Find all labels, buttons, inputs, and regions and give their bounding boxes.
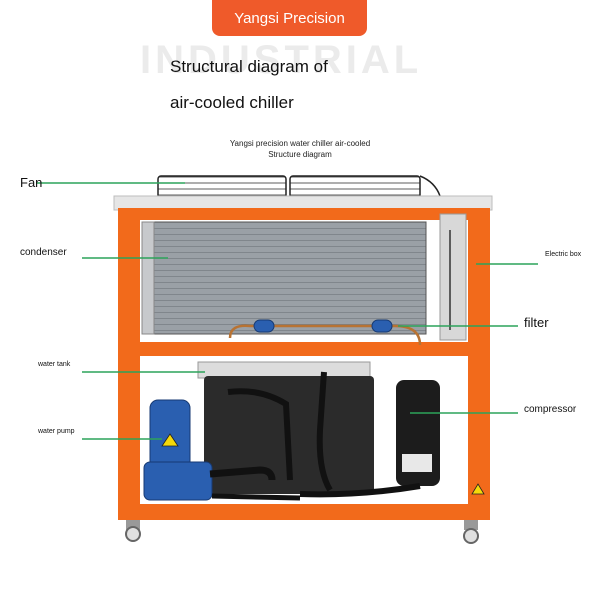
orange-frame <box>118 208 490 520</box>
label-condenser: condenser <box>20 247 67 258</box>
fan-guard-left <box>157 175 287 199</box>
diagram-subtitle-line-1: Yangsi precision water chiller air-coole… <box>229 139 371 148</box>
fan-guard-right <box>289 175 421 199</box>
water-tank <box>197 361 374 494</box>
label-water-tank: water tank <box>38 361 71 368</box>
condenser-coil <box>141 221 427 335</box>
refrigerant-pipe <box>228 324 422 346</box>
diagram-subtitle-line-2: Structure diagram <box>268 150 332 159</box>
water-pump <box>143 399 276 501</box>
leader-lines <box>36 182 538 440</box>
top-cover <box>113 195 493 211</box>
compressor <box>299 380 440 498</box>
fan-units <box>157 175 441 199</box>
diagram-title-line-1: Structural diagram of <box>170 57 328 76</box>
background-watermark: INDUSTRIAL <box>140 38 423 82</box>
filter-left <box>253 319 275 333</box>
label-fan: Fan <box>20 175 43 190</box>
filter-right <box>371 319 393 333</box>
label-compressor: compressor <box>524 404 577 415</box>
caster-wheels <box>125 520 479 544</box>
label-water-pump: water pump <box>38 428 75 435</box>
electric-box-panel <box>439 213 467 341</box>
brand-tab-label: Yangsi Precision <box>234 9 345 27</box>
warning-icon <box>471 483 485 495</box>
fan-cable <box>419 175 441 197</box>
label-electric-box: Electric box <box>545 251 582 258</box>
brand-tab: Yangsi Precision <box>212 0 367 36</box>
label-filter: filter <box>524 315 549 330</box>
diagram-title-line-2: air-cooled chiller <box>170 93 294 112</box>
